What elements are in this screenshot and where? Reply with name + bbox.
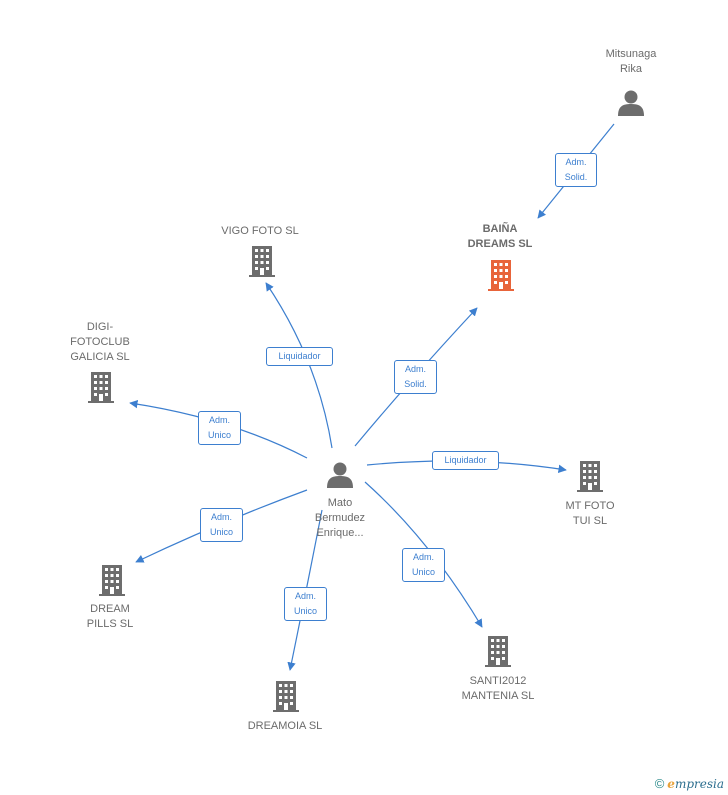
node-label-mitsunaga[interactable]: Mitsunaga Rika <box>605 48 657 75</box>
dreamoia-building-icon[interactable] <box>273 681 299 712</box>
node-label-vigo[interactable]: VIGO FOTO SL <box>221 225 299 237</box>
node-label-santi[interactable]: SANTI2012 MANTENIA SL <box>461 675 535 702</box>
digi-building-icon[interactable] <box>88 372 114 403</box>
edge-label-mitsunaga-baina[interactable]: Adm. Solid. <box>555 153 597 187</box>
footer-brand[interactable]: ©empresia <box>655 776 724 791</box>
brand-logo: empresia <box>667 777 724 791</box>
node-label-digi[interactable]: DIGI- FOTOCLUB GALICIA SL <box>70 321 130 363</box>
edge-mato-santi <box>364 481 483 628</box>
edge-label-mato-vigo[interactable]: Liquidador <box>266 347 333 366</box>
dreampills-building-icon[interactable] <box>99 565 125 596</box>
edge-label-mato-santi[interactable]: Adm. Unico <box>402 548 445 582</box>
node-label-baina[interactable]: BAIÑA DREAMS SL <box>467 223 533 250</box>
baina-building-icon[interactable] <box>488 260 514 291</box>
edge-label-mato-dreampills[interactable]: Adm. Unico <box>200 508 243 542</box>
edge-label-mato-mtfoto[interactable]: Liquidador <box>432 451 499 470</box>
mitsunaga-person-icon[interactable] <box>618 90 644 117</box>
edge-label-mato-dreamoia[interactable]: Adm. Unico <box>284 587 327 621</box>
mato-person-icon[interactable] <box>327 462 353 489</box>
node-label-dreampills[interactable]: DREAM PILLS SL <box>86 603 134 630</box>
node-label-mtfoto[interactable]: MT FOTO TUI SL <box>565 500 615 527</box>
node-label-dreamoia[interactable]: DREAMOIA SL <box>247 720 323 732</box>
santi-building-icon[interactable] <box>485 636 511 667</box>
mtfoto-building-icon[interactable] <box>577 461 603 492</box>
vigo-building-icon[interactable] <box>249 246 275 277</box>
edge-label-mato-digi[interactable]: Adm. Unico <box>198 411 241 445</box>
node-label-mato[interactable]: Mato Bermudez Enrique... <box>314 497 366 539</box>
edges <box>129 123 615 671</box>
edge-label-mato-baina[interactable]: Adm. Solid. <box>394 360 437 394</box>
copyright-symbol: © <box>654 776 665 791</box>
